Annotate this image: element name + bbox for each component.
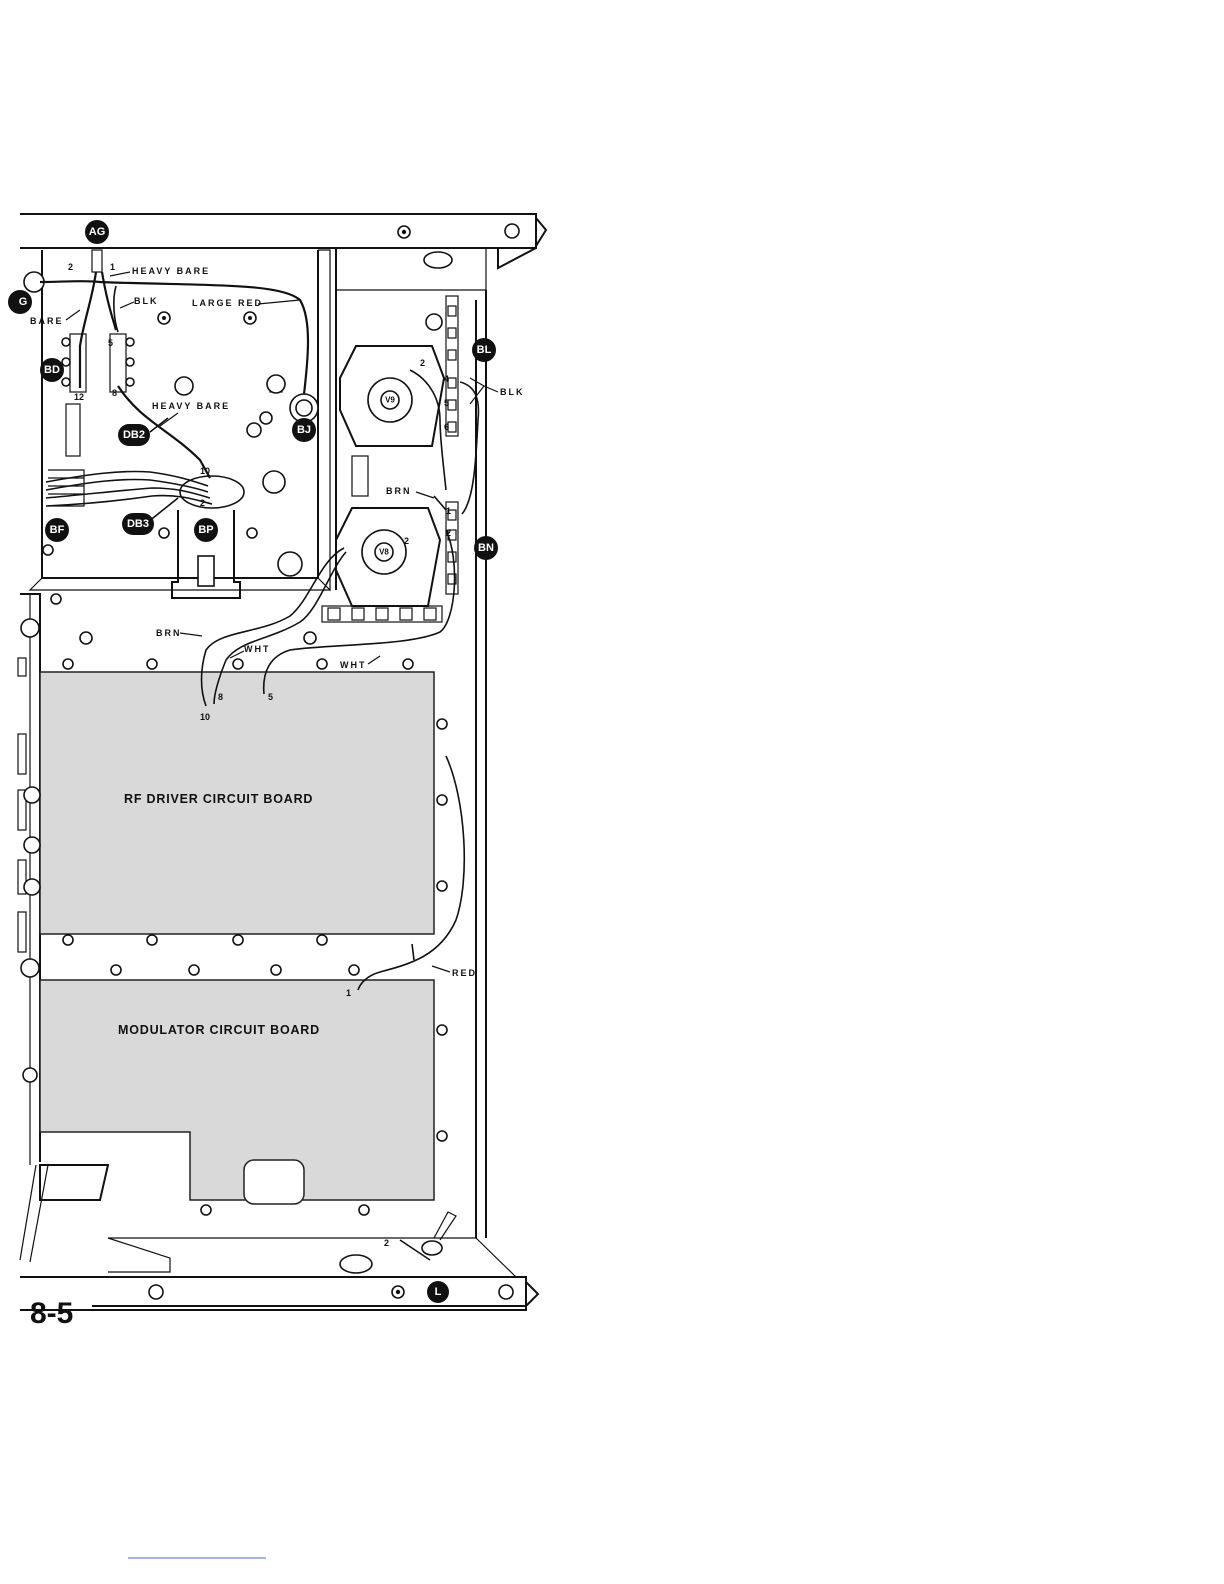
label-brn-low: BRN [156, 628, 182, 638]
svg-text:DB2: DB2 [123, 429, 145, 441]
pin-strip-12: 12 [74, 392, 84, 402]
callout-bd: BD [40, 358, 64, 382]
callout-bp: BP [194, 518, 218, 542]
svg-text:L: L [435, 1286, 442, 1298]
pin-ag-2: 2 [68, 262, 73, 272]
modulator-board-label: MODULATOR CIRCUIT BOARD [118, 1023, 320, 1037]
label-brn-v8: BRN [386, 486, 412, 496]
svg-text:BJ: BJ [297, 424, 311, 436]
svg-text:G: G [19, 296, 28, 308]
pin-sw-2: 2 [200, 498, 205, 508]
label-wht-right: WHT [340, 660, 367, 670]
svg-text:DB3: DB3 [127, 518, 149, 530]
pin-bl-4: 4 [444, 374, 449, 384]
pin-board-8: 8 [218, 692, 223, 702]
svg-text:BD: BD [44, 364, 60, 376]
label-large-red: LARGE RED [192, 298, 263, 308]
pin-v8-2: 2 [404, 536, 409, 546]
pin-sw-10: 10 [200, 466, 210, 476]
pin-board-10: 10 [200, 712, 210, 722]
label-blk-left: BLK [134, 296, 159, 306]
callout-bj: BJ [292, 418, 316, 442]
callout-l: L [427, 1281, 449, 1303]
tube-v9-label: V9 [385, 396, 395, 405]
tube-v8: V8 [336, 508, 440, 606]
pin-board-5: 5 [268, 692, 273, 702]
label-heavy-bare-mid: HEAVY BARE [152, 401, 230, 411]
modulator-board: MODULATOR CIRCUIT BOARD [40, 980, 434, 1204]
callout-bf: BF [45, 518, 69, 542]
pin-ag-1: 1 [110, 262, 115, 272]
rf-driver-board-label: RF DRIVER CIRCUIT BOARD [124, 792, 313, 806]
rf-driver-board: RF DRIVER CIRCUIT BOARD [40, 672, 434, 934]
pin-l-2: 2 [384, 1238, 389, 1248]
callout-db3: DB3 [122, 513, 154, 535]
svg-text:BP: BP [198, 524, 213, 536]
label-red: RED [452, 968, 477, 978]
pin-strip-8: 8 [112, 388, 117, 398]
label-bare: BARE [30, 316, 64, 326]
callout-ag: AG [85, 220, 109, 244]
figure-number-label: 8-5 [30, 1297, 73, 1330]
svg-text:AG: AG [89, 226, 106, 238]
label-blk-right: BLK [500, 387, 525, 397]
pin-strip-5: 5 [108, 338, 113, 348]
label-wht-left: WHT [244, 644, 271, 654]
tube-v9: V9 [340, 346, 444, 446]
pin-bn-1: 1 [446, 506, 451, 516]
callout-bn: BN [474, 536, 498, 560]
callout-db2: DB2 [118, 424, 150, 446]
svg-text:BL: BL [477, 344, 492, 356]
pin-bn-2: 2 [446, 528, 451, 538]
svg-text:BF: BF [50, 524, 65, 536]
pin-v9-2: 2 [420, 358, 425, 368]
label-heavy-bare-top: HEAVY BARE [132, 266, 210, 276]
callout-bl: BL [472, 338, 496, 362]
figure-number: 8-5 [30, 1297, 526, 1330]
svg-text:BN: BN [478, 542, 494, 554]
pin-bl-6: 6 [444, 422, 449, 432]
callout-g: G [8, 290, 32, 314]
pin-bl-5: 5 [444, 398, 449, 408]
pin-mod-1: 1 [346, 988, 351, 998]
tube-v8-label: V8 [379, 548, 389, 557]
